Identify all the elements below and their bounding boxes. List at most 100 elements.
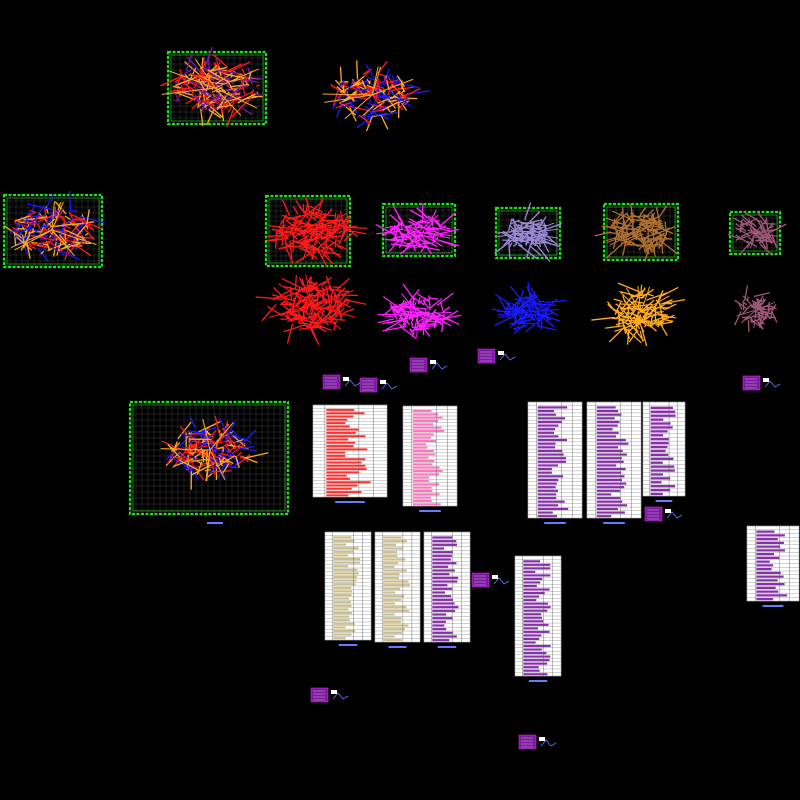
table-cell-fill <box>326 445 354 448</box>
plan-line <box>322 242 342 259</box>
plan-line <box>316 309 335 326</box>
table-cell-fill <box>383 628 405 631</box>
plan-line <box>217 69 241 75</box>
plan-line <box>160 76 182 87</box>
table-cell-fill <box>326 474 347 477</box>
plan-line <box>224 428 229 435</box>
plan-line <box>232 430 241 443</box>
legend-mark <box>343 377 349 381</box>
plan-line <box>237 104 253 116</box>
frame-border <box>2 193 104 269</box>
table-cell-fill <box>756 541 784 544</box>
plan-line <box>525 323 536 333</box>
table-cell-fill <box>756 579 778 582</box>
plan-line <box>188 439 214 445</box>
plan-line <box>190 435 200 445</box>
plan-line <box>507 219 513 232</box>
table-cell-fill <box>412 446 428 449</box>
plan-line <box>760 310 765 321</box>
schedule-magenta <box>402 405 458 507</box>
legend-2 <box>409 357 448 373</box>
table-cell-fill <box>383 606 407 609</box>
legend-3 <box>477 348 516 364</box>
plan-line <box>332 93 341 110</box>
plan-line <box>231 100 249 118</box>
table-cell-fill <box>326 458 366 461</box>
table-cell-fill <box>326 461 362 464</box>
table-cell-fill <box>523 577 543 580</box>
plan-line <box>207 69 229 83</box>
plan-line <box>17 222 23 227</box>
plan-line <box>619 318 639 332</box>
plan-line <box>642 213 649 218</box>
table-cell-fill <box>412 436 432 439</box>
plan-line <box>324 94 373 103</box>
plan-line <box>344 225 359 238</box>
plan-line <box>623 233 641 242</box>
plan-line <box>340 101 343 106</box>
plan-line <box>368 80 371 85</box>
plan-line <box>26 244 37 250</box>
table-cell-fill <box>432 569 455 572</box>
plan-line <box>381 111 399 117</box>
plan-line <box>293 286 301 301</box>
plan-line <box>542 312 554 317</box>
table-cell-fill <box>537 500 565 503</box>
table-cell-fill <box>756 545 781 548</box>
table-cell-fill <box>523 606 551 609</box>
table-cell-fill <box>383 613 395 616</box>
detail-mauve-linework <box>734 285 778 332</box>
table-cell-fill <box>383 591 396 594</box>
plan-line <box>206 108 215 126</box>
plan-line <box>516 236 536 242</box>
legend-box <box>310 687 329 703</box>
table-cell-fill <box>596 460 624 463</box>
plan-line <box>541 230 558 246</box>
plan-line <box>161 87 216 95</box>
plan-line <box>183 67 196 75</box>
table-cell-fill <box>333 622 355 625</box>
plan-line <box>207 56 210 72</box>
plan-line <box>306 221 311 228</box>
plan-line <box>222 102 228 106</box>
plan-line <box>739 219 743 233</box>
plan-line <box>187 465 199 480</box>
plan-line <box>518 289 524 305</box>
table-cell-fill <box>326 435 366 438</box>
plan-line <box>338 300 352 309</box>
plan-line <box>174 89 194 97</box>
plan-line <box>644 240 653 260</box>
table-cell-fill <box>326 491 362 494</box>
plan-line <box>79 215 105 224</box>
table-cell-fill <box>537 446 556 449</box>
table-cell-fill <box>383 543 396 546</box>
plan-line <box>764 311 771 320</box>
plan-line <box>175 91 196 101</box>
plan-line <box>208 454 216 476</box>
table-cell-fill <box>596 478 622 482</box>
plan-line <box>294 275 297 290</box>
plan-line <box>397 87 404 90</box>
table-cell-fill <box>383 631 403 634</box>
plan-line <box>770 310 778 323</box>
table-cell-fill <box>650 422 671 425</box>
plan-line <box>220 452 233 458</box>
plan-line <box>643 314 657 319</box>
plan-line <box>288 301 295 306</box>
plan-line <box>53 223 75 228</box>
plan-line <box>76 223 89 237</box>
plan-line <box>404 231 416 236</box>
table-cell-fill <box>383 558 406 561</box>
plan-line <box>764 231 774 244</box>
table-cell-fill <box>537 449 563 453</box>
schedule-purple-e <box>514 555 562 677</box>
plan-line <box>281 290 302 299</box>
table-cell-fill <box>333 586 352 589</box>
plan-line <box>169 70 216 89</box>
plan-line <box>331 235 344 238</box>
plan-line <box>289 307 293 317</box>
table-cell-fill <box>383 540 407 543</box>
plan-line <box>27 227 30 232</box>
plan-line <box>385 75 390 91</box>
plan-line <box>521 297 531 307</box>
